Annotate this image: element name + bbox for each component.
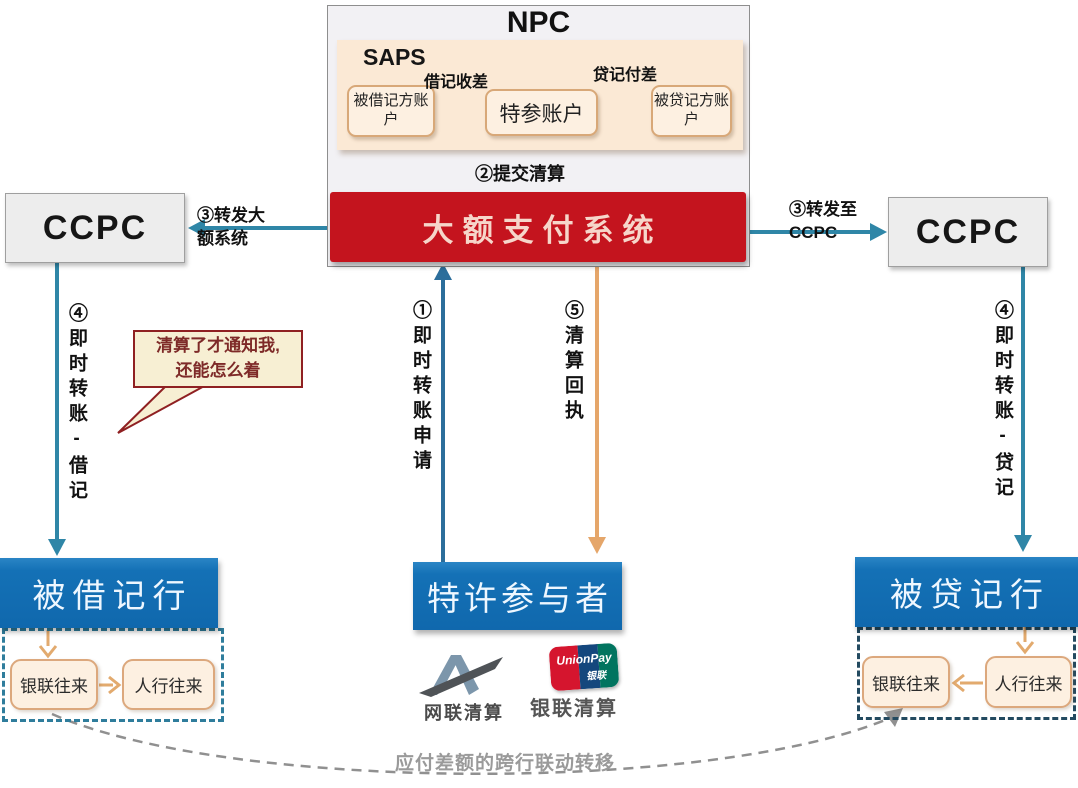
credit-diff-label: 贷记付差	[593, 67, 658, 84]
special-participant-account-box: 特参账户	[485, 89, 598, 136]
left-pboc-account-box: 人行往来	[122, 659, 215, 710]
clearing-receipt-arrow	[588, 263, 606, 554]
saps-title: SAPS	[363, 44, 426, 70]
forward-ccpc-label: ③转发至CCPC	[789, 200, 857, 242]
ccpc-right-box: CCPC	[888, 197, 1048, 267]
credited-bank-box: 被贷记行	[855, 557, 1078, 627]
debited-bank-box: 被借记行	[0, 558, 218, 628]
forward-ccpc-arrow	[746, 223, 887, 241]
unionpay-logo-icon: UnionPay 银联	[548, 642, 620, 692]
participant-box: 特许参与者	[413, 562, 622, 630]
forward-hvps-label: ③转发大额系统	[197, 206, 265, 248]
speech-bubble-line1: 清算了才通知我,	[156, 336, 280, 356]
left-unionpay-to-pboc-arrow	[99, 675, 122, 695]
instant-credit-label: ④即时转账-贷记	[992, 300, 1013, 502]
instant-debit-arrow	[48, 263, 66, 556]
unionpay-caption: 银联清算	[530, 698, 618, 720]
debited-party-account-box: 被借记方账户	[347, 85, 435, 137]
debit-diff-label: 借记收差	[424, 74, 489, 91]
speech-bubble-tail	[117, 383, 209, 434]
netsunion-logo-icon	[419, 655, 503, 697]
hvps-label: 大额支付系统	[422, 212, 663, 248]
credited-party-account-box: 被贷记方账户	[651, 85, 732, 137]
instant-debit-label: ④即时转账-借记	[66, 303, 87, 505]
credited-bank-accounts-frame	[857, 627, 1076, 720]
left-bank-to-unionpay-arrow	[38, 630, 58, 659]
right-unionpay-account-box: 银联往来	[862, 656, 950, 708]
netsunion-caption: 网联清算	[424, 703, 504, 723]
submit-clearing-label: ②提交清算	[475, 164, 565, 184]
instant-credit-arrow	[1014, 267, 1032, 552]
left-unionpay-account-box: 银联往来	[10, 659, 98, 710]
forward-hvps-arrow	[188, 219, 330, 237]
speech-bubble-line2: 还能怎么着	[175, 361, 261, 380]
debited-bank-accounts-frame	[2, 628, 224, 722]
ccpc-left-box: CCPC	[5, 193, 185, 263]
npc-title: NPC	[506, 6, 571, 39]
instant-apply-arrow	[434, 263, 452, 562]
right-pboc-to-unionpay-arrow	[951, 673, 983, 693]
clearing-receipt-label: ⑤清算回执	[562, 300, 583, 425]
hvps-box: 大额支付系统	[330, 192, 746, 262]
instant-apply-label: ①即时转账申请	[410, 300, 431, 475]
speech-bubble: 清算了才通知我, 还能怎么着	[133, 330, 303, 388]
right-pboc-account-box: 人行往来	[985, 656, 1072, 708]
interbank-transfer-label: 应付差额的跨行联动转移	[394, 753, 615, 774]
